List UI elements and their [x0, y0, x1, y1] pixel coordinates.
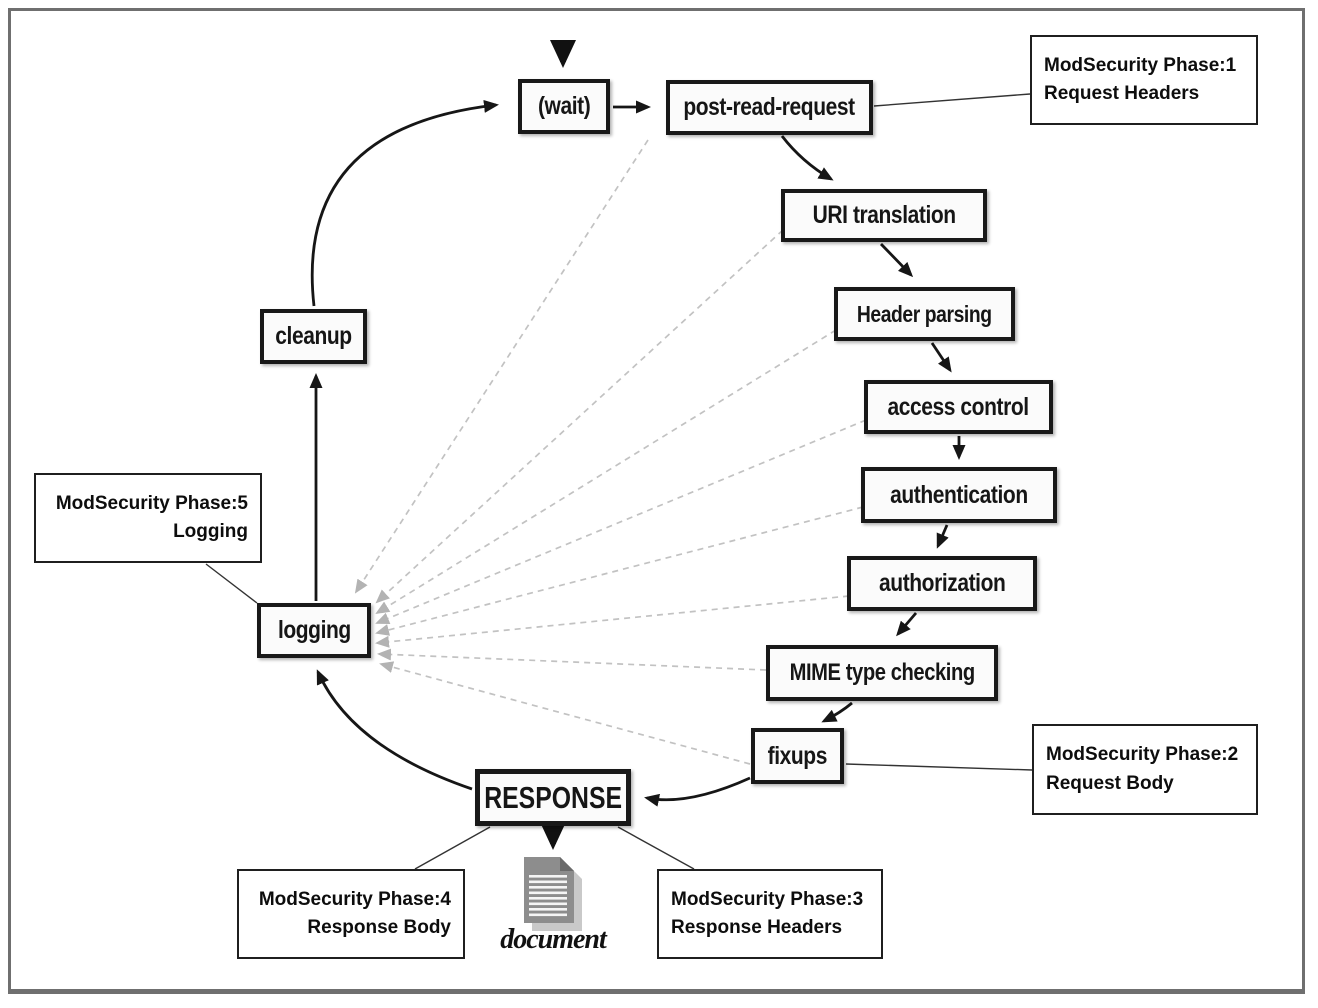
note-phase-5-line2: Logging [173, 521, 248, 542]
stage-box-cleanup: cleanup [260, 309, 367, 364]
arrow-post-read-request-to-uri-translation [780, 135, 834, 181]
log-link-fixups [379, 661, 751, 765]
note-phase-1: ModSecurity Phase:1 Request Headers [1030, 35, 1258, 125]
stage-label-response: RESPONSE [484, 779, 622, 815]
connector-phase5 [205, 563, 258, 604]
stage-box-wait: (wait) [518, 79, 610, 134]
connector-phase4 [414, 826, 491, 870]
document-label: document [500, 924, 607, 955]
stage-label-header-parsing: Header parsing [857, 300, 992, 327]
stage-label-authentication: authentication [890, 480, 1028, 509]
log-link-header-parsing [375, 329, 837, 615]
arrow-header-parsing-to-access-control [930, 342, 952, 373]
stage-label-access-control: access control [887, 392, 1030, 421]
stage-label-post-read-request: post-read-request [683, 93, 856, 121]
note-phase-5-line1: ModSecurity Phase:5 [55, 492, 248, 514]
log-link-access-control [375, 419, 867, 624]
connector-phase1 [873, 93, 1031, 107]
stage-label-mime-type-checking: MIME type checking [789, 659, 975, 686]
note-phase-4: ModSecurity Phase:4 Response Body [237, 869, 465, 959]
document-icon [520, 856, 598, 937]
stage-box-mime-type-checking: MIME type checking [766, 645, 998, 701]
note-phase-4-line1: ModSecurity Phase:4 [258, 888, 451, 910]
note-phase-3-line1: ModSecurity Phase:3 [671, 888, 864, 910]
stage-label-logging: logging [277, 616, 351, 644]
note-phase-3: ModSecurity Phase:3 Response Headers [657, 869, 883, 959]
stage-label-authorization: authorization [878, 569, 1006, 597]
arrow-uri-translation-to-header-parsing [879, 243, 914, 278]
note-phase-4-line2: Response Body [307, 917, 451, 938]
stage-box-logging: logging [257, 603, 371, 658]
arrow-authentication-to-authorization [936, 524, 949, 549]
stage-box-post-read-request: post-read-request [666, 80, 873, 135]
note-phase-1-line2: Request Headers [1044, 83, 1200, 104]
arrow-mime-type-checking-to-fixups [821, 701, 853, 723]
stage-box-authentication: authentication [861, 467, 1057, 523]
stage-box-access-control: access control [864, 380, 1053, 434]
stage-box-uri-translation: URI translation [781, 189, 987, 242]
log-link-mime-type-checking [377, 648, 767, 671]
note-phase-2: ModSecurity Phase:2 Request Body [1032, 724, 1258, 815]
log-link-post-read-request [354, 139, 649, 594]
stage-label-fixups: fixups [767, 741, 828, 770]
stage-box-header-parsing: Header parsing [834, 287, 1015, 341]
stage-label-wait: (wait) [537, 92, 591, 120]
stage-label-cleanup: cleanup [275, 322, 352, 350]
arrow-authorization-to-mime-type-checking [896, 612, 918, 637]
arrow-fixups-to-response [644, 776, 751, 807]
connector-phase3 [617, 826, 695, 870]
log-link-authorization [375, 595, 850, 648]
note-phase-2-line2: Request Body [1046, 772, 1174, 794]
arrow-response-to-logging [316, 669, 473, 791]
log-link-uri-translation [375, 229, 784, 604]
connector-phase2 [845, 763, 1033, 771]
stage-box-response: RESPONSE [475, 769, 631, 826]
arrow-cleanup-to-wait [310, 99, 499, 307]
stage-box-fixups: fixups [751, 728, 844, 784]
note-phase-1-line1: ModSecurity Phase:1 [1044, 54, 1237, 76]
note-phase-5: ModSecurity Phase:5 Logging [34, 473, 262, 563]
note-phase-3-line2: Response Headers [671, 917, 843, 938]
stage-label-uri-translation: URI translation [812, 201, 956, 229]
note-phase-2-line1: ModSecurity Phase:2 [1046, 744, 1239, 765]
log-link-authentication [375, 506, 864, 636]
stage-box-authorization: authorization [847, 556, 1037, 611]
